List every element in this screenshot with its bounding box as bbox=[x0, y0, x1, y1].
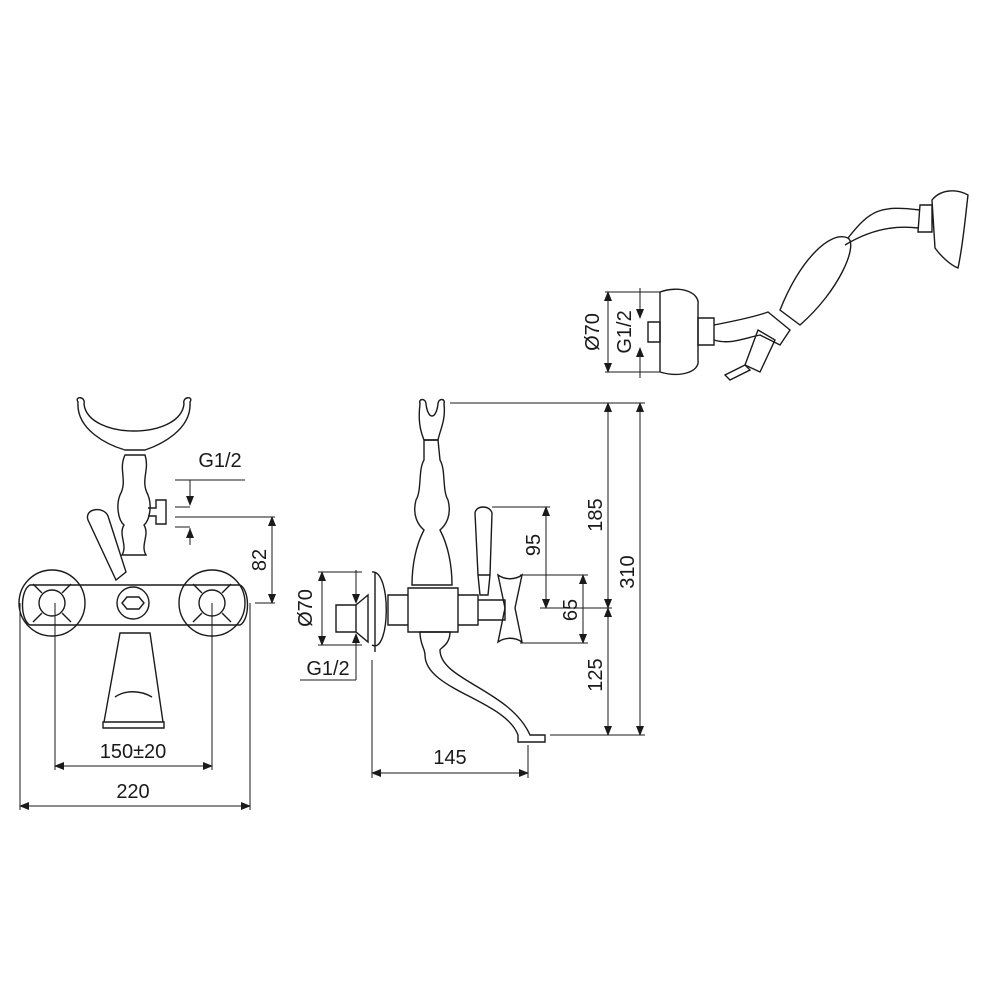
dim-145: 145 bbox=[433, 747, 466, 769]
shower-thread-label: G1/2 bbox=[614, 310, 636, 353]
front-view-dimensions: G1/2 82 150±20 220 bbox=[19, 450, 276, 810]
front-view-mixer bbox=[18, 397, 249, 729]
side-view-mixer bbox=[335, 398, 546, 743]
hex-nut bbox=[116, 586, 150, 620]
hand-shower bbox=[647, 190, 969, 381]
shower-dimensions: Ø70 G1/2 bbox=[582, 288, 660, 378]
dim-65: 65 bbox=[560, 599, 582, 621]
side-diameter-label: Ø70 bbox=[295, 589, 317, 627]
dim-125: 125 bbox=[585, 658, 607, 691]
side-view-dimensions: Ø70 G1/2 145 185 310 95 65 125 bbox=[295, 402, 645, 778]
dim-185: 185 bbox=[585, 498, 607, 531]
shower-diameter-label: Ø70 bbox=[582, 313, 604, 351]
front-thread-label: G1/2 bbox=[198, 450, 241, 472]
dim-310: 310 bbox=[617, 555, 639, 588]
left-cross-handle bbox=[18, 569, 86, 637]
dim-95: 95 bbox=[523, 534, 545, 556]
dim-150: 150±20 bbox=[100, 741, 167, 763]
dim-82: 82 bbox=[249, 549, 271, 571]
dim-220: 220 bbox=[116, 781, 149, 803]
side-thread-label: G1/2 bbox=[306, 658, 349, 680]
